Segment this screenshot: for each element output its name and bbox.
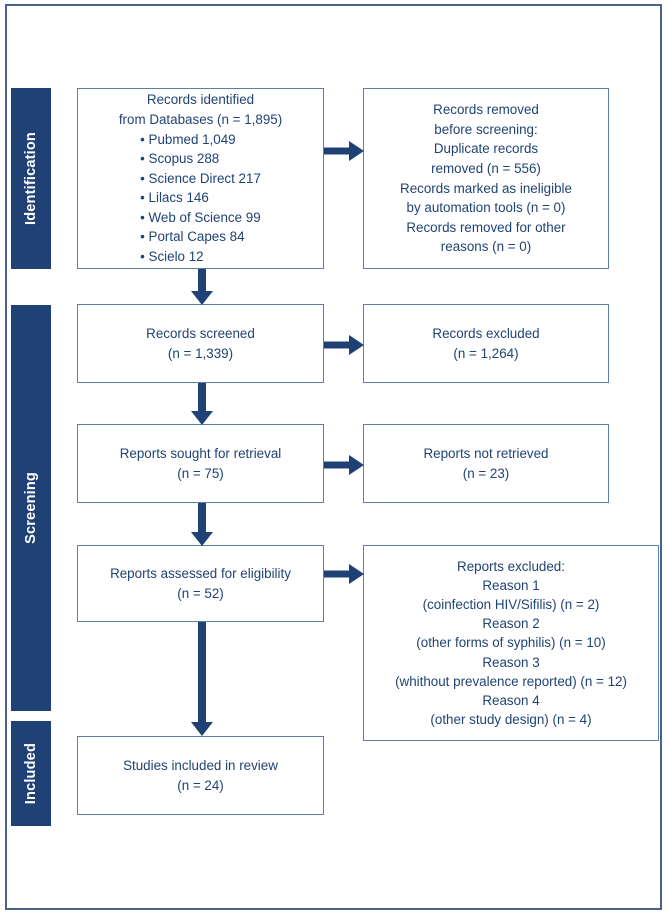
database-source-item: Science Direct 217 [140,169,261,189]
reports-excluded-title: Reports excluded: [457,558,565,574]
box-reports-excluded: Reports excluded: Reason 1 (coinfection … [363,545,659,741]
arrow-right-icon [324,140,364,162]
stage-label-screening: Screening [22,472,39,544]
box-records-identified: Records identified from Databases (n = 1… [77,88,324,269]
database-source-list: Pubmed 1,049 Scopus 288 Science Direct 2… [140,130,261,267]
records-removed-line-3: Duplicate records [433,141,539,157]
records-removed-line-6: by automation tools (n = 0) [406,200,566,216]
reports-excluded-reason-name: Reason 3 [482,654,540,670]
arrow-right-icon [324,563,364,585]
reports-excluded-reason-detail: (whithout prevalence reported) (n = 12) [395,673,627,689]
studies-included-label: Studies included in review [123,758,278,774]
box-reports-sought-for-retrieval: Reports sought for retrieval (n = 75) [77,424,324,503]
reports-excluded-reason-detail: (other forms of syphilis) (n = 10) [416,635,606,651]
reports-excluded-reason-detail: (other study design) (n = 4) [430,712,592,728]
records-identified-line-1: Records identified [146,92,255,108]
reports-assessed-count: (n = 52) [177,585,224,601]
box-records-removed-before-screening: Records removed before screening: Duplic… [363,88,609,269]
arrow-down-icon [190,503,214,546]
records-removed-line-7: Records removed for other [406,219,566,235]
database-source-item: Portal Capes 84 [140,227,261,247]
box-records-screened: Records screened (n = 1,339) [77,304,324,383]
records-removed-line-4: removed (n = 556) [431,160,541,176]
stage-bar-screening: Screening [11,305,51,711]
database-source-item: Lilacs 146 [140,188,261,208]
records-screened-label: Records screened [146,326,255,342]
records-screened-count: (n = 1,339) [167,345,234,361]
database-source-item: Scopus 288 [140,149,261,169]
records-removed-line-8: reasons (n = 0) [440,239,532,255]
database-source-item: Web of Science 99 [140,208,261,228]
box-reports-assessed-for-eligibility: Reports assessed for eligibility (n = 52… [77,545,324,622]
box-reports-not-retrieved: Reports not retrieved (n = 23) [363,424,609,503]
records-removed-line-1: Records removed [433,102,539,118]
records-excluded-count: (n = 1,264) [453,345,519,361]
arrow-right-icon [324,454,364,476]
reports-sought-label: Reports sought for retrieval [119,446,282,462]
records-excluded-label: Records excluded [432,326,540,342]
box-records-excluded: Records excluded (n = 1,264) [363,304,609,383]
arrow-down-icon [190,269,214,305]
reports-excluded-reason-name: Reason 4 [482,692,540,708]
database-source-item: Pubmed 1,049 [140,130,261,150]
studies-included-count: (n = 24) [177,777,224,793]
stage-label-identification: Identification [22,131,39,226]
reports-not-retrieved-count: (n = 23) [462,465,510,481]
reports-sought-count: (n = 75) [177,465,224,481]
records-removed-line-2: before screening: [434,121,538,137]
stage-label-included: Included [22,742,39,805]
records-identified-line-2: from Databases (n = 1,895) [118,112,283,128]
reports-excluded-reason-name: Reason 2 [482,616,540,632]
reports-excluded-reason-detail: (coinfection HIV/Sifilis) (n = 2) [422,597,600,613]
stage-bar-identification: Identification [11,88,51,269]
box-studies-included-in-review: Studies included in review (n = 24) [77,736,324,815]
arrow-down-icon [190,383,214,425]
arrow-down-icon [190,622,214,736]
stage-bar-included: Included [11,721,51,826]
reports-excluded-reason-name: Reason 1 [482,577,540,593]
database-source-item: Scielo 12 [140,247,261,267]
records-removed-line-5: Records marked as ineligible [400,180,572,196]
arrow-right-icon [324,334,364,356]
reports-not-retrieved-label: Reports not retrieved [423,446,549,462]
reports-assessed-label: Reports assessed for eligibility [110,566,291,582]
